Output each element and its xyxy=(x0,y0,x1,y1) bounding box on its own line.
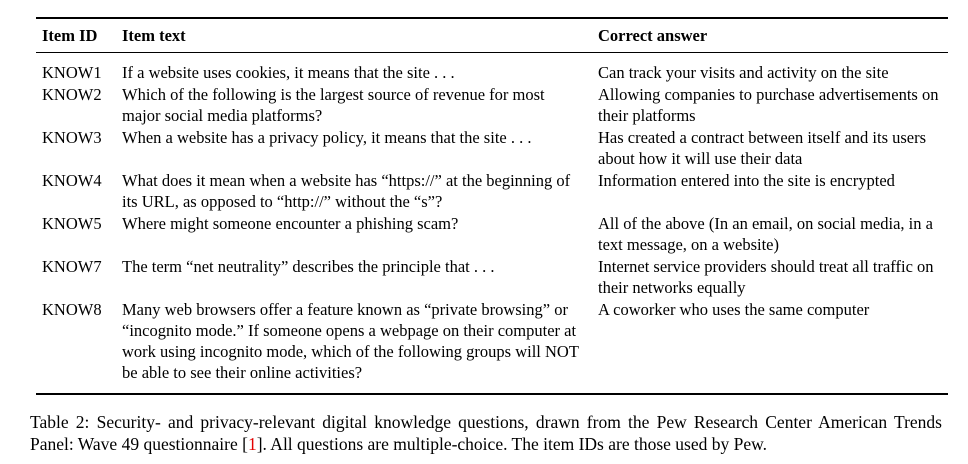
questions-table: Item ID Item text Correct answer KNOW1 I… xyxy=(36,17,948,395)
correct-answer-cell: Information entered into the site is enc… xyxy=(598,171,895,190)
header-correct-answer: Correct answer xyxy=(598,26,708,45)
item-id-cell: KNOW2 xyxy=(42,85,102,104)
header-item-id: Item ID xyxy=(42,26,98,45)
item-id-cell: KNOW1 xyxy=(42,63,102,82)
item-id-cell: KNOW8 xyxy=(42,300,102,319)
item-text-cell: Where might someone encounter a phishing… xyxy=(122,214,459,233)
item-text-cell: Many web browsers offer a feature known … xyxy=(122,300,579,382)
table-header-row: Item ID Item text Correct answer xyxy=(36,17,948,53)
table-row: KNOW7 The term “net neutrality” describe… xyxy=(36,256,948,298)
item-id-cell: KNOW7 xyxy=(42,257,102,276)
header-item-text: Item text xyxy=(122,26,186,45)
correct-answer-cell: Can track your visits and activity on th… xyxy=(598,63,889,82)
table-row: KNOW1 If a website uses cookies, it mean… xyxy=(36,62,948,83)
correct-answer-cell: A coworker who uses the same computer xyxy=(598,300,870,319)
table-row: KNOW3 When a website has a privacy polic… xyxy=(36,127,948,169)
item-text-cell: Which of the following is the largest so… xyxy=(122,85,545,125)
table-row: KNOW4 What does it mean when a website h… xyxy=(36,170,948,212)
item-id-cell: KNOW3 xyxy=(42,128,102,147)
item-text-cell: What does it mean when a website has “ht… xyxy=(122,171,571,211)
caption-text-before: Table 2: Security- and privacy-relevant … xyxy=(30,412,942,454)
table-caption: Table 2: Security- and privacy-relevant … xyxy=(30,411,942,455)
item-text-cell: The term “net neutrality” describes the … xyxy=(122,257,495,276)
item-id-cell: KNOW4 xyxy=(42,171,102,190)
correct-answer-cell: Allowing companies to purchase advertise… xyxy=(598,85,939,125)
table-row: KNOW5 Where might someone encounter a ph… xyxy=(36,213,948,255)
table-row: KNOW2 Which of the following is the larg… xyxy=(36,84,948,126)
item-id-cell: KNOW5 xyxy=(42,214,102,233)
correct-answer-cell: Has created a contract between itself an… xyxy=(598,128,927,168)
item-text-cell: If a website uses cookies, it means that… xyxy=(122,63,455,82)
item-text-cell: When a website has a privacy policy, it … xyxy=(122,128,532,147)
caption-text-after: ]. All questions are multiple-choice. Th… xyxy=(256,434,767,454)
table-body: KNOW1 If a website uses cookies, it mean… xyxy=(36,53,948,395)
correct-answer-cell: Internet service providers should treat … xyxy=(598,257,934,297)
correct-answer-cell: All of the above (In an email, on social… xyxy=(598,214,933,254)
citation-number[interactable]: 1 xyxy=(247,434,257,454)
table-row: KNOW8 Many web browsers offer a feature … xyxy=(36,299,948,383)
